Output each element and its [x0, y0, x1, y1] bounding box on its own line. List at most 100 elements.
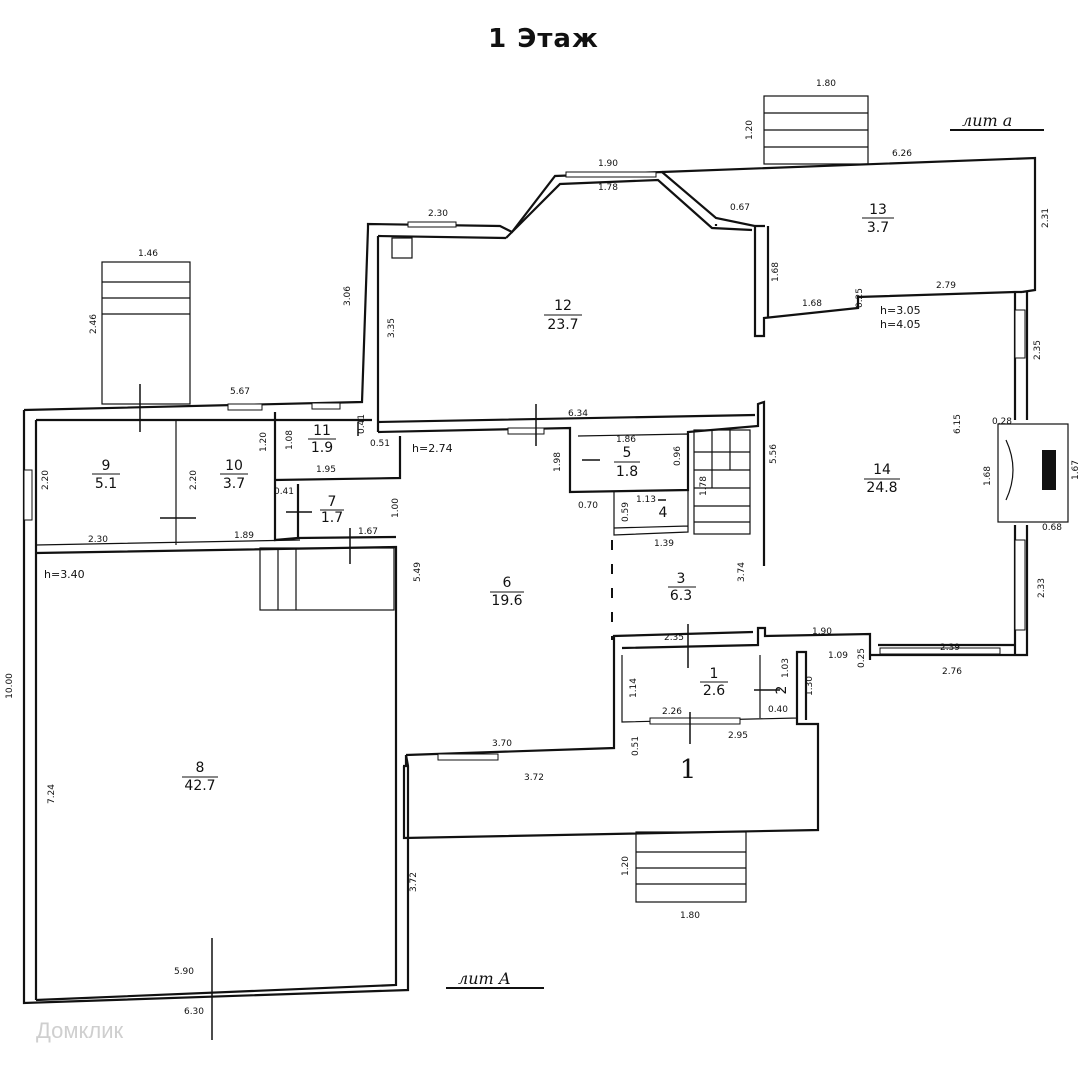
room-9-number: 9	[102, 458, 111, 474]
dim-label: 6.34	[568, 409, 588, 419]
dim-label: 2.20	[41, 470, 51, 490]
dim-label: 1.95	[316, 465, 336, 475]
height-labels: h=3.40 h=2.74 h=3.05 h=4.05	[44, 304, 921, 581]
dim-label: 0.68	[1042, 523, 1062, 533]
dim-label: 2.39	[940, 643, 960, 653]
dim-label: 0.41	[357, 414, 367, 434]
dim-label: 0.96	[673, 446, 683, 466]
dim-label: 1.68	[771, 262, 781, 282]
west-porch-steps	[101, 261, 191, 405]
room-1-area: 2.6	[703, 683, 725, 699]
room-11-number: 11	[313, 423, 331, 439]
dim-label: 0.25	[855, 288, 865, 308]
window	[1014, 539, 1026, 631]
dim-label: 6.26	[892, 149, 912, 159]
wall-room12	[366, 170, 1022, 338]
height-label: h=2.74	[412, 442, 453, 455]
window	[407, 221, 457, 228]
inner-stair-room8	[259, 547, 395, 611]
lit-a-main-label: лит А	[458, 969, 511, 988]
dim-label: 1.13	[636, 495, 656, 505]
dim-label: 3.72	[524, 773, 544, 783]
height-label: h=3.05	[880, 304, 921, 317]
room-10-number: 10	[225, 458, 243, 474]
dim-label: 2.76	[942, 667, 962, 677]
room-12-number: 12	[554, 298, 572, 314]
stairs	[101, 95, 1069, 903]
dim-label: 2.26	[662, 707, 682, 717]
dim-label: 1.68	[802, 299, 822, 309]
room-7-area: 1.7	[321, 510, 343, 526]
sink-icon	[391, 237, 413, 259]
dim-label: 5.67	[230, 387, 250, 397]
dim-label: 2.46	[89, 314, 99, 334]
wall-room14-east	[870, 292, 1029, 657]
window	[227, 403, 263, 411]
wall-rooms-4-5	[577, 433, 689, 536]
dim-label: 0.25	[857, 648, 867, 668]
dim-label: 1.80	[816, 79, 836, 89]
dim-label: 1.08	[285, 430, 295, 450]
dim-label: 1.20	[259, 432, 269, 452]
dim-label: 1.20	[621, 856, 631, 876]
dim-label: 1.03	[781, 658, 791, 678]
window	[311, 402, 341, 410]
room-14-area: 24.8	[866, 480, 897, 496]
wall-room12-inner	[376, 178, 753, 432]
dim-label: 1.90	[598, 159, 618, 169]
room-2-number: 2	[774, 686, 790, 695]
room-6-area: 19.6	[491, 593, 522, 609]
room-14-number: 14	[873, 462, 891, 478]
dim-label: 0.40	[768, 705, 788, 715]
dim-label: 0.67	[730, 203, 750, 213]
dim-label: 3.06	[343, 286, 353, 306]
dim-label: 5.56	[769, 444, 779, 464]
wall-entrance	[402, 650, 820, 840]
dim-label: 1.39	[654, 539, 674, 549]
dim-label: 5.90	[174, 967, 194, 977]
room-5-area: 1.8	[616, 464, 638, 480]
height-label: h=4.05	[880, 318, 921, 331]
dim-label: 0.70	[578, 501, 598, 511]
dim-label: 1.30	[805, 676, 815, 696]
wall-west-block	[22, 227, 410, 1005]
dim-label: 7.24	[47, 784, 57, 804]
door-markers	[139, 384, 780, 1040]
dim-label: 1.86	[616, 435, 636, 445]
dim-label: 3.74	[737, 562, 747, 582]
dim-label: 1.90	[812, 627, 832, 637]
dim-label: 0.51	[631, 736, 641, 756]
room-7-number: 7	[328, 494, 337, 510]
dim-label: 1.89	[234, 531, 254, 541]
room-5-number: 5	[623, 445, 632, 461]
dim-label: 0.59	[621, 502, 631, 522]
wall-divider-9-10	[35, 420, 301, 546]
window	[1014, 309, 1026, 359]
room-13-number: 13	[869, 202, 887, 218]
dim-label: 0.28	[992, 417, 1012, 427]
room-6-number: 6	[503, 575, 512, 591]
height-label: h=3.40	[44, 568, 85, 581]
dim-label: 1.67	[1071, 460, 1081, 480]
dim-label: 2.35	[664, 633, 684, 643]
wall-room13	[661, 156, 1037, 318]
window	[23, 469, 33, 521]
wall-bottom-room8	[35, 545, 398, 1002]
window	[879, 647, 1001, 655]
room-13-area: 3.7	[867, 220, 889, 236]
dim-label: 2.35	[1033, 340, 1043, 360]
dim-label: 1.46	[138, 249, 158, 259]
dim-label: 6.30	[184, 1007, 204, 1017]
wall-interior-12	[377, 400, 766, 566]
dim-label: 6.15	[953, 414, 963, 434]
room-3-number: 3	[677, 571, 686, 587]
south-porch-steps	[635, 831, 747, 903]
dim-label: 2.79	[936, 281, 956, 291]
dim-label: 1.09	[828, 651, 848, 661]
room-labels: 1 2.6 2 3 6.3 4 5 1.8 6 19.6 7 1.7 8 42.…	[92, 202, 900, 794]
dim-label: 1.80	[680, 911, 700, 921]
dim-label: 1.98	[553, 452, 563, 472]
dim-label: 3.70	[492, 739, 512, 749]
dim-label: 0.51	[370, 439, 390, 449]
dim-label: 3.35	[387, 318, 397, 338]
